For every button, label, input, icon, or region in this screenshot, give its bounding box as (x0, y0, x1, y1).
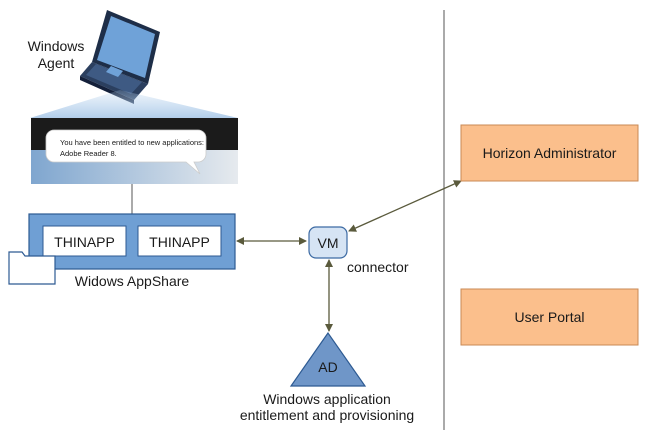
thinapp-box-2 (137, 225, 222, 257)
arrow-vm-horizon (348, 180, 462, 232)
notification-line1: You have been entitled to new applicatio… (60, 138, 204, 147)
notification-screenshot: You have been entitled to new applicatio… (31, 118, 238, 184)
vm-node (308, 226, 348, 259)
vm-label: VM (318, 235, 339, 251)
ad-node (289, 331, 367, 387)
notification-line2: Adobe Reader 8. (60, 149, 117, 158)
user-portal-box (460, 288, 639, 346)
thinapp-label-2: THINAPP (149, 234, 210, 250)
ad-caption-line1: Windows application (263, 391, 391, 407)
thinapp-label-1: THINAPP (54, 234, 115, 250)
ad-caption-line2: entitlement and provisioning (240, 407, 414, 423)
horizon-admin-label: Horizon Administrator (483, 145, 617, 161)
ad-label: AD (318, 359, 337, 375)
notification-bubble (45, 129, 207, 175)
laptop-icon (80, 10, 160, 104)
laptop-label-line2: Agent (38, 55, 75, 71)
vm-caption: connector (347, 259, 409, 275)
laptop-label-line1: Windows (28, 38, 85, 54)
horizon-admin-box (460, 124, 639, 182)
folder-icon (8, 251, 56, 285)
thinapp-box-1 (42, 225, 127, 257)
light-beam (30, 90, 238, 118)
user-portal-label: User Portal (514, 309, 584, 325)
appshare-label: Widows AppShare (75, 273, 190, 289)
